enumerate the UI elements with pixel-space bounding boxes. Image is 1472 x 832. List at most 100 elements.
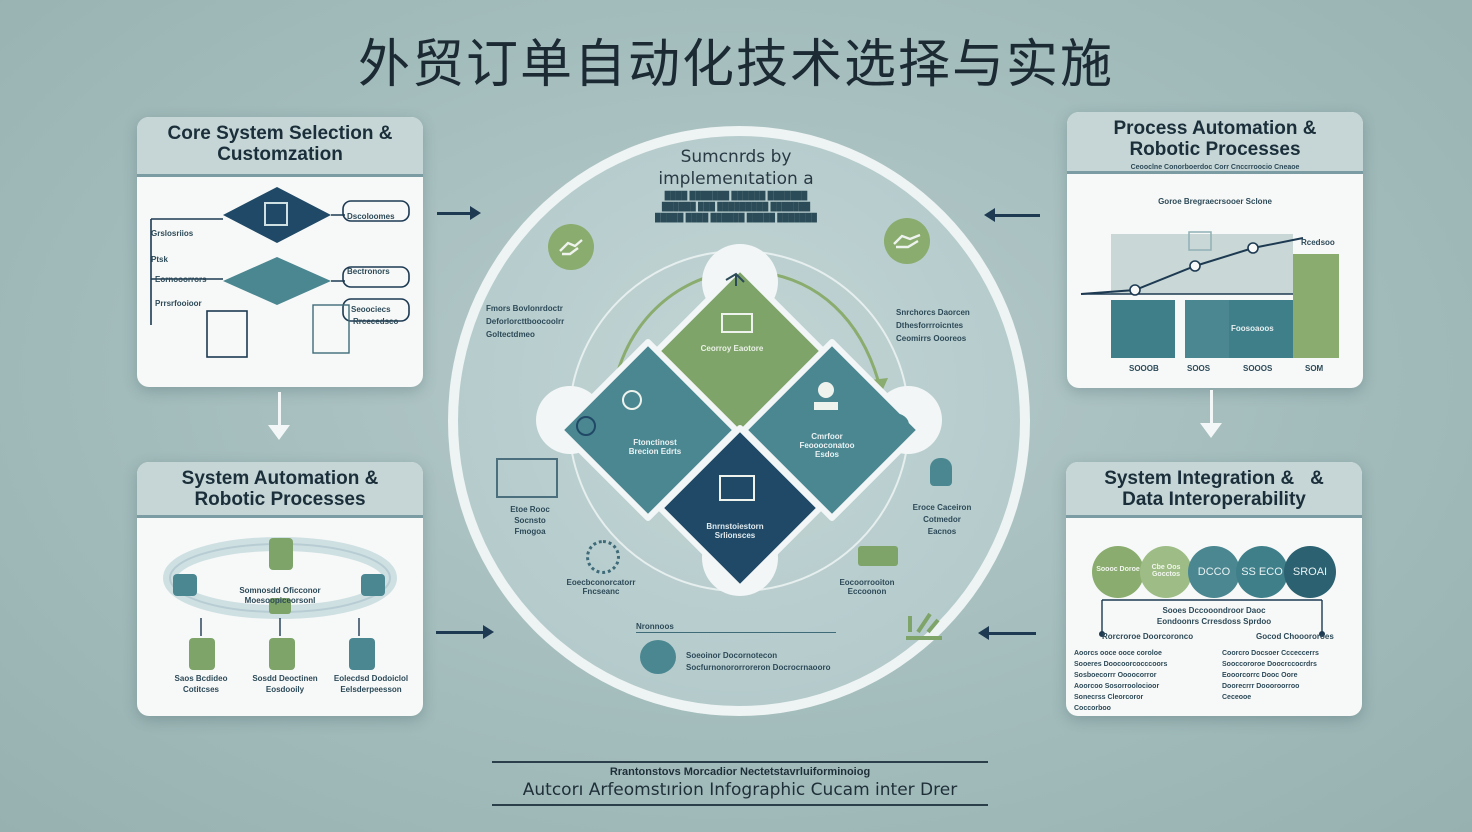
footer-line1: Rrantonstovs Morcadior Nectetstavrluifor…	[609, 766, 871, 778]
bottom-tag-line	[636, 632, 836, 633]
network-icon	[586, 540, 620, 574]
integration-bar-label1: Sooes Dccooondroor Daoc	[1162, 606, 1266, 615]
card-process-automation: Process Automation & Robotic Processes C…	[1067, 112, 1363, 388]
bracket-lines	[1099, 599, 1325, 637]
circle-1	[1140, 546, 1192, 598]
integration-bar-label2: Eondoonrs Crresdoss Sprdoo	[1156, 617, 1272, 626]
puzzle-right-label: Cmrfoor Feoooconatoo Esdos	[799, 432, 855, 459]
card-integration-title-line2: Data Interoperability	[1122, 489, 1306, 510]
integration-right-title: Gocod Chooororoes	[1256, 632, 1334, 641]
chart-top-label: Rcedsoo	[1301, 238, 1335, 247]
center-subtext: ████ ███████ ██████ █████████████ ███ ██…	[655, 191, 817, 222]
puzzle-left-label: Ftonctinost Brecion Edrts	[628, 438, 682, 456]
truck-icon	[858, 546, 898, 566]
right-line-3: Doorecrrr Doooroorroo	[1222, 683, 1300, 690]
flowchart-diagram	[150, 187, 410, 358]
chart-tick-0: SOOOB	[1129, 364, 1159, 373]
left-line-2: Sosboecorrr Oooocorror	[1074, 672, 1157, 679]
laptop-icon	[496, 458, 558, 498]
left-line-1: Sooeres Doocoorcocccoors	[1074, 661, 1168, 668]
flow-label-3: Eornooorrors	[155, 275, 207, 284]
arrow-mid-left-right	[436, 625, 494, 639]
card-core-system-title-line1: Core System Selection &	[167, 123, 393, 144]
right-line-1: Sooccororoe Doocrccocrdrs	[1222, 661, 1317, 668]
chart-bar-label: Foosoaoos	[1231, 324, 1274, 333]
arrow-left-down	[268, 392, 290, 440]
center-left-low-note: Etoe Rooc Socnsto Fmogoa	[510, 505, 550, 536]
bottom-tag: Nronnoos	[636, 622, 674, 631]
card-integration-title-line1: System Integration & &	[1074, 468, 1354, 489]
handshake-right-icon	[884, 218, 930, 264]
circle-label-0: Soooc Doroe	[1096, 566, 1140, 573]
bird-icon	[640, 640, 676, 674]
node-0-line2: Cotitcses	[182, 685, 219, 694]
card-integration-title-main: System Integration &	[1104, 468, 1295, 489]
left-line-0: Aoorcs ooce ooce coroloe	[1074, 650, 1162, 657]
card-process-title-line2: Robotic Processes	[1129, 139, 1301, 160]
leaf-icon	[906, 610, 942, 640]
circle-0	[1092, 546, 1144, 598]
center-right-note: Snrchorcs Daorcen Dthesforrroicntes Ceom…	[896, 308, 970, 343]
handshake-icon	[548, 224, 594, 270]
flow-label-7: Rrcecedsco	[353, 317, 399, 326]
card-process-automation-header: Process Automation & Robotic Processes	[1067, 112, 1363, 174]
flow-label-5: Bectronors	[347, 267, 390, 276]
chart-bar-3	[1293, 254, 1339, 358]
bottom-left-label: Eoecbconorcatorr Fncseanc	[566, 578, 636, 596]
node-1-line2: Eosdooily	[265, 685, 305, 694]
flow-label-0: Grslosriios	[151, 229, 194, 238]
footer-rule-top	[492, 761, 988, 763]
ring-label-line1: Somnosdd Oficconor	[239, 586, 321, 595]
card-system-automation-header: System Automation & Robotic Processes	[137, 462, 423, 518]
process-subtitle: Ceooclne Conorboerdoc Corr Cnccrroocio C…	[1130, 164, 1300, 171]
chart-point-1	[1189, 260, 1201, 272]
integration-left-list: Aoorcs ooce ooce coroloe Sooeres Doocoor…	[1074, 648, 1204, 714]
chart-point-2	[1247, 242, 1259, 254]
chart-bar-1	[1185, 300, 1229, 358]
card-core-system: Core System Selection & Customzation Grs…	[137, 117, 423, 387]
center-right-low-note: Eroce Caceiron Cotmedor Eacnos	[912, 503, 972, 536]
left-line-4: Sonecrss Cleorcoror	[1074, 694, 1144, 701]
footer-rule-bottom	[492, 804, 988, 806]
card-integration-title-extra: &	[1310, 468, 1324, 489]
flow-label-6: Seoociecs	[351, 305, 391, 314]
node-1-line1: Sosdd Deoctinen	[252, 674, 318, 683]
circle-row	[1092, 546, 1354, 598]
node-0-line1: Saos Bcdideo	[174, 674, 228, 683]
ring-diagram	[163, 537, 397, 670]
chart-title: Goroe Bregraecrsooer Sclone	[1158, 197, 1272, 206]
card-system-title-line2: Robotic Processes	[194, 489, 366, 510]
arrow-top-left-right	[437, 206, 481, 220]
center-left-note: Fmors Bovlonrdoctr Deforlorcttboocoolrr …	[486, 304, 565, 339]
node-2-line1: Eolecdsd Dodoiclol	[333, 674, 409, 683]
arrow-mid-right-left	[978, 626, 1036, 640]
card-system-integration: System Integration & & Data Interoperabi…	[1066, 462, 1362, 716]
card-core-system-title-line2: Customzation	[217, 144, 343, 165]
ring-label-line2: Moesoopiceorsonl	[244, 596, 316, 605]
circle-label-1: Cbe Oos Gocctos	[1151, 564, 1181, 578]
circle-3	[1236, 546, 1288, 598]
flow-label-1: Dscoloomes	[347, 212, 395, 221]
puzzle-bottom-label: Bnrnstoiestorn Srlionsces	[706, 522, 764, 540]
circle-4	[1284, 546, 1336, 598]
chart-bar-0	[1111, 300, 1175, 358]
chart-point-0	[1129, 284, 1141, 296]
right-line-2: Eooorcorrc Dooc Oore	[1222, 672, 1298, 679]
center-heading-line1: Sumcnrds by	[680, 147, 792, 167]
flow-label-2: Ptsk	[151, 255, 168, 264]
footer-line2: Autcorı Arfeomstırion Infographic Cucam …	[522, 780, 958, 800]
circle-label-3: SS ECO	[1241, 566, 1283, 578]
card-system-title-line1: System Automation &	[181, 468, 379, 489]
center-heading-line2: implemenıtation a	[658, 169, 814, 189]
integration-right-list: Coorcro Docsoer Ccceccerrs Sooccororoe D…	[1222, 648, 1358, 703]
card-core-system-header: Core System Selection & Customzation	[137, 117, 423, 177]
bottom-right-label: Eocoorrooiton Eccoonon	[839, 578, 895, 596]
integration-left-title: Rorcroroe Doorcoronco	[1102, 632, 1194, 641]
left-line-5: Coccorboo	[1074, 705, 1111, 712]
card-integration-header: System Integration & & Data Interoperabi…	[1066, 462, 1362, 518]
chart-tick-2: SOOOS	[1243, 364, 1273, 373]
card-process-title-line1: Process Automation &	[1113, 118, 1317, 139]
chart-bar-2	[1229, 300, 1293, 358]
circle-2	[1188, 546, 1240, 598]
card-system-automation: System Automation & Robotic Processes So…	[137, 462, 423, 716]
